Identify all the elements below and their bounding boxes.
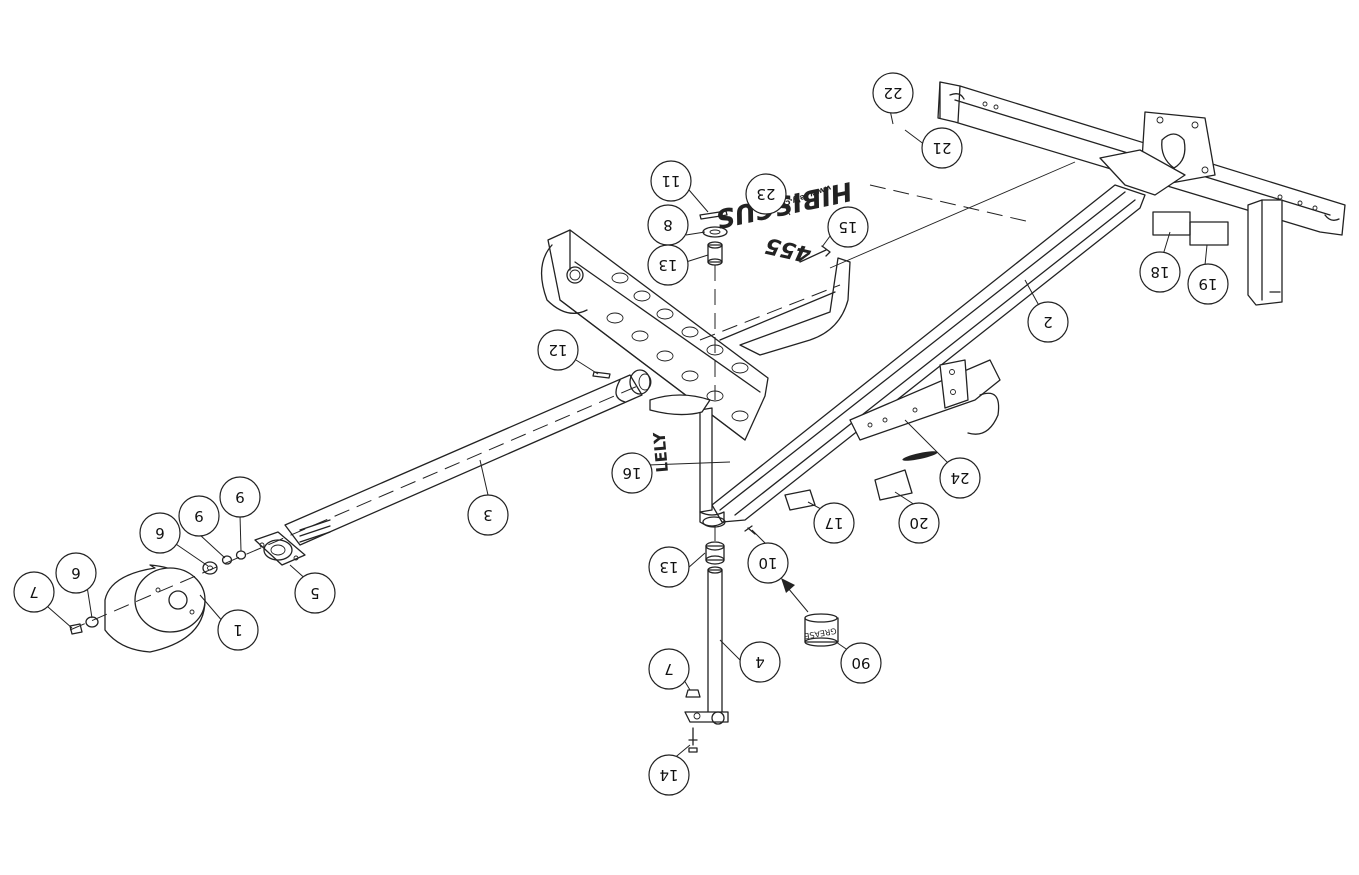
grease-arrow bbox=[781, 578, 809, 613]
bushing-13-upper bbox=[707, 241, 723, 266]
svg-text:12: 12 bbox=[548, 341, 567, 359]
svg-text:16: 16 bbox=[622, 464, 641, 482]
svg-text:6: 6 bbox=[71, 564, 81, 582]
diagonal-arm bbox=[711, 184, 1146, 523]
svg-text:24: 24 bbox=[950, 469, 969, 487]
callout-2: 2 bbox=[1027, 301, 1069, 343]
svg-text:1: 1 bbox=[233, 621, 243, 639]
callout-6-shaft: 6 bbox=[139, 512, 181, 554]
svg-text:11: 11 bbox=[661, 172, 680, 190]
frame-bracket bbox=[1099, 149, 1186, 196]
svg-text:90: 90 bbox=[851, 654, 870, 672]
callout-21: 21 bbox=[921, 127, 963, 169]
svg-text:10: 10 bbox=[758, 554, 777, 572]
weight-disc bbox=[104, 564, 206, 653]
callout-23: 23 bbox=[745, 173, 787, 215]
svg-text:20: 20 bbox=[909, 514, 928, 532]
svg-text:23: 23 bbox=[756, 185, 775, 203]
decal-24 bbox=[902, 451, 938, 461]
svg-text:9: 9 bbox=[194, 507, 204, 525]
svg-text:18: 18 bbox=[1150, 263, 1169, 281]
callout-9-b: 9 bbox=[219, 476, 261, 518]
callout-1: 1 bbox=[217, 609, 259, 651]
svg-text:8: 8 bbox=[663, 216, 673, 234]
svg-text:9: 9 bbox=[235, 488, 245, 506]
grease-can: GREASE bbox=[804, 613, 839, 647]
decal-logo-text: LELY bbox=[649, 431, 671, 473]
svg-text:15: 15 bbox=[838, 218, 857, 236]
callout-5: 5 bbox=[294, 572, 336, 614]
tube-4 bbox=[707, 566, 723, 716]
bolt-14 bbox=[688, 727, 698, 753]
decal-19 bbox=[1189, 221, 1229, 246]
decal-17 bbox=[784, 489, 816, 511]
svg-text:22: 22 bbox=[883, 84, 902, 102]
callout-7-post: 7 bbox=[648, 648, 690, 690]
callout-12: 12 bbox=[537, 329, 579, 371]
callout-19: 19 bbox=[1187, 263, 1229, 305]
hinge-bracket bbox=[719, 257, 851, 356]
frame-leg bbox=[1247, 199, 1283, 306]
decal-18 bbox=[1152, 211, 1191, 236]
svg-text:21: 21 bbox=[932, 139, 951, 157]
callout-10: 10 bbox=[747, 542, 789, 584]
callout-3: 3 bbox=[467, 494, 509, 536]
svg-text:3: 3 bbox=[483, 506, 493, 524]
svg-text:6: 6 bbox=[155, 524, 165, 542]
svg-text:13: 13 bbox=[659, 558, 678, 576]
pin-11 bbox=[699, 210, 728, 220]
decal-model-text: 455 bbox=[763, 232, 814, 267]
nut-7-lower bbox=[685, 689, 701, 698]
callout-13-lower: 13 bbox=[648, 546, 690, 588]
callout-18: 18 bbox=[1139, 251, 1181, 293]
callout-90: 90 bbox=[840, 642, 882, 684]
bottom-plate bbox=[684, 711, 729, 725]
svg-text:13: 13 bbox=[658, 256, 677, 274]
callout-8: 8 bbox=[647, 204, 689, 246]
callout-20: 20 bbox=[898, 502, 940, 544]
callout-6-disc: 6 bbox=[55, 552, 97, 594]
small-bolt-10 bbox=[744, 525, 756, 535]
bushing-13-lower bbox=[705, 541, 725, 565]
callout-22: 22 bbox=[872, 72, 914, 114]
svg-text:5: 5 bbox=[310, 584, 320, 602]
svg-text:4: 4 bbox=[755, 653, 765, 671]
perforated-beam bbox=[540, 229, 769, 441]
flange-bearing bbox=[254, 531, 306, 566]
callout-7-disc: 7 bbox=[13, 571, 55, 613]
callout-4: 4 bbox=[739, 641, 781, 683]
svg-text:17: 17 bbox=[824, 514, 843, 532]
svg-text:14: 14 bbox=[659, 766, 678, 784]
callout-14: 14 bbox=[648, 754, 690, 796]
svg-text:19: 19 bbox=[1198, 275, 1217, 293]
callout-17: 17 bbox=[813, 502, 855, 544]
callout-11: 11 bbox=[650, 160, 692, 202]
decal-20 bbox=[874, 469, 913, 501]
callout-24: 24 bbox=[939, 457, 981, 499]
callout-16: 16 bbox=[611, 452, 653, 494]
bolt-15 bbox=[799, 245, 831, 263]
svg-text:7: 7 bbox=[29, 583, 39, 601]
callout-9-a: 9 bbox=[178, 495, 220, 537]
side-bracket bbox=[849, 359, 1001, 441]
svg-text:2: 2 bbox=[1043, 313, 1053, 331]
svg-text:7: 7 bbox=[664, 660, 674, 678]
drive-shaft bbox=[284, 369, 652, 546]
center-post bbox=[649, 394, 726, 528]
leader-lines bbox=[39, 109, 1208, 761]
center-lines bbox=[69, 161, 1076, 631]
callout-15: 15 bbox=[827, 206, 869, 248]
callout-13-upper: 13 bbox=[647, 244, 689, 286]
